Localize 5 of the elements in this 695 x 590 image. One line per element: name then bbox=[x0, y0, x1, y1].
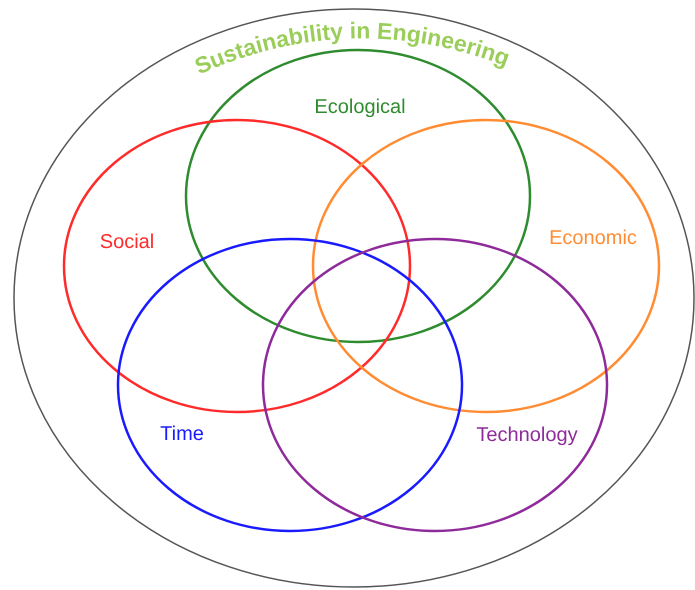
circle-label: Ecological bbox=[314, 96, 406, 118]
circle-label: Technology bbox=[476, 424, 578, 446]
circle-label: Time bbox=[160, 423, 204, 445]
circle-label: Social bbox=[100, 231, 154, 253]
circle-label: Economic bbox=[549, 227, 637, 249]
